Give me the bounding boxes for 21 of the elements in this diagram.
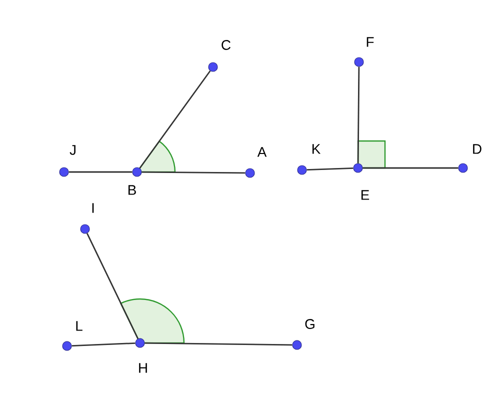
point-label: B bbox=[128, 185, 136, 195]
point-label: K bbox=[312, 144, 321, 154]
point-label: D bbox=[473, 144, 482, 154]
line-segment bbox=[357, 66, 360, 164]
point-label: H bbox=[139, 363, 147, 373]
point-label: G bbox=[305, 319, 314, 329]
point-label: A bbox=[257, 147, 267, 157]
point-label: I bbox=[92, 203, 94, 213]
line-segment bbox=[72, 342, 136, 346]
point-label: E bbox=[361, 190, 370, 200]
line-segment bbox=[68, 171, 132, 173]
line-segment bbox=[139, 70, 211, 168]
line-segment bbox=[362, 167, 458, 169]
point-label: F bbox=[366, 37, 374, 47]
line-segment bbox=[86, 233, 139, 339]
point-label: L bbox=[76, 321, 82, 331]
line-segment bbox=[144, 342, 292, 346]
line-segment bbox=[306, 167, 354, 171]
point-label: C bbox=[222, 40, 231, 50]
line-segment bbox=[142, 171, 246, 174]
point-label: J bbox=[70, 145, 76, 155]
